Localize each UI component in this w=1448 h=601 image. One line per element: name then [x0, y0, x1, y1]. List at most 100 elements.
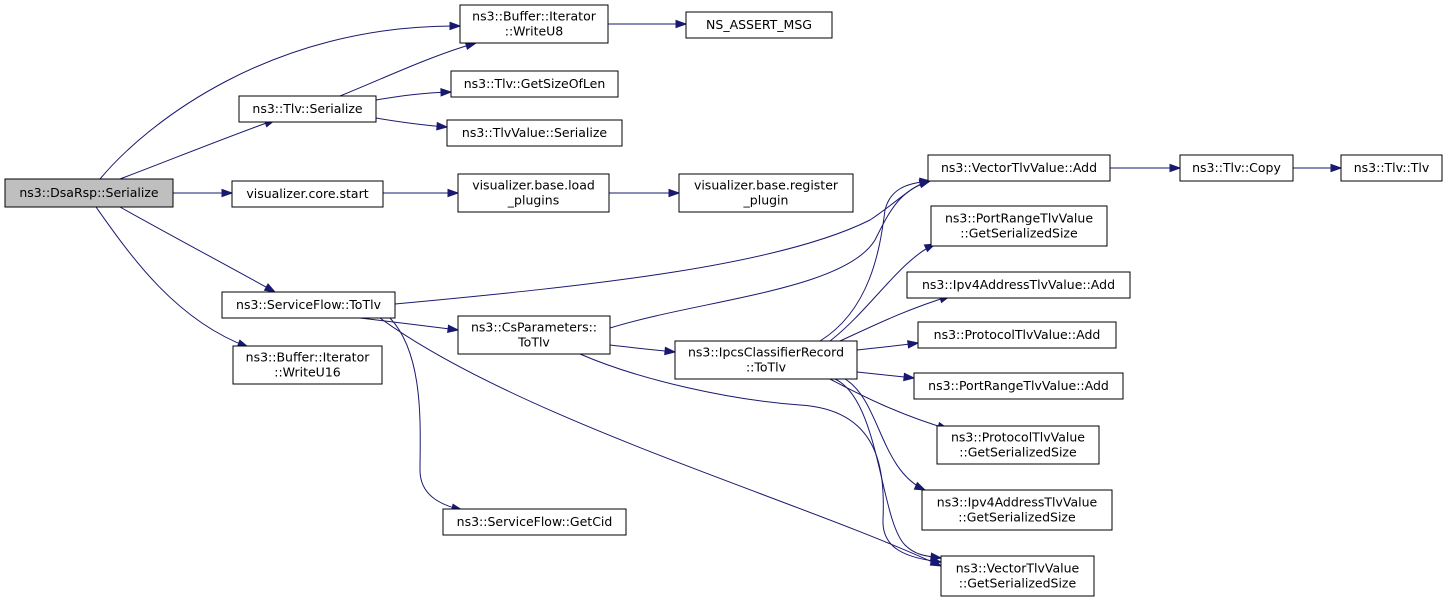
edge-line [375, 117, 448, 128]
node-buffer-iterator-writeu16[interactable]: ns3::Buffer::Iterator::WriteU16 [232, 345, 383, 385]
arrowhead-icon [913, 481, 927, 491]
node-box [906, 271, 1131, 299]
node-label: _plugin [743, 193, 789, 208]
arrowhead-icon [449, 21, 462, 31]
edge-line [119, 206, 276, 293]
edge-tlv_serialize-to-tlv_getsizeoflen [375, 88, 453, 101]
edge-tlv_copy-to-tlv_tlv [1293, 163, 1343, 173]
node-ipv4addresstlvvalue-add[interactable]: ns3::Ipv4AddressTlvValue::Add [906, 271, 1131, 299]
edge-serviceflow_totlv-to-serviceflow_getcid [389, 317, 464, 512]
node-ipv4addresstlvvalue-getserializedsize[interactable]: ns3::Ipv4AddressTlvValue::GetSerializedS… [921, 489, 1113, 531]
node-dsarsp-serialize[interactable]: ns3::DsaRsp::Serialize [4, 178, 174, 208]
arrowhead-icon [1330, 163, 1343, 173]
node-vectortlvvalue-add[interactable]: ns3::VectorTlvValue::Add [927, 154, 1111, 182]
edge-ipcsclassifierrecord_totlv-to-ipv4addresstlvvalue_getserializedsize [844, 378, 927, 491]
edge-visualizer_base_load_plugins-to-visualizer_base_register_plugin [609, 188, 681, 198]
node-box [930, 205, 1108, 247]
node-visualizer-base-load-plugins[interactable]: visualizer.base.load_plugins [457, 173, 610, 213]
node-vectortlvvalue-getserializedsize[interactable]: ns3::VectorTlvValue::GetSerializedSize [940, 555, 1095, 597]
node-label: ns3::TlvValue::Serialize [462, 125, 607, 140]
edge-line [389, 317, 463, 511]
node-ns-assert-msg[interactable]: NS_ASSERT_MSG [685, 11, 833, 39]
node-portrangetlvvalue-add[interactable]: ns3::PortRangeTlvValue::Add [913, 372, 1124, 400]
edge-line [819, 180, 931, 342]
node-label: ns3::ServiceFlow::GetCid [457, 514, 613, 529]
node-portrangetlvvalue-getserializedsize[interactable]: ns3::PortRangeTlvValue::GetSerializedSiz… [930, 205, 1108, 247]
node-protocoltlvvalue-getserializedsize[interactable]: ns3::ProtocolTlvValue::GetSerializedSize [936, 425, 1100, 465]
node-box [921, 489, 1113, 531]
node-box [1340, 154, 1443, 182]
edge-line [839, 295, 951, 342]
node-box [936, 425, 1100, 465]
arrowhead-icon [436, 121, 449, 131]
node-serviceflow-getcid[interactable]: ns3::ServiceFlow::GetCid [442, 508, 627, 536]
node-box [221, 291, 396, 319]
arrowhead-icon [930, 552, 943, 561]
node-box [442, 508, 627, 536]
node-label: ::GetSerializedSize [959, 576, 1077, 591]
edge-tlv_serialize-to-buffer_iterator_writeu8 [339, 41, 478, 97]
arrowhead-icon [447, 324, 460, 334]
node-tlv-copy[interactable]: ns3::Tlv::Copy [1179, 154, 1294, 182]
arrowhead-icon [1169, 163, 1182, 173]
node-serviceflow-totlv[interactable]: ns3::ServiceFlow::ToTlv [221, 291, 396, 319]
arrowhead-icon [221, 188, 234, 198]
node-label: ns3::Ipv4AddressTlvValue [937, 495, 1098, 510]
edge-line [844, 378, 926, 491]
arrowhead-icon [668, 188, 681, 198]
node-label: ns3::DsaRsp::Serialize [19, 185, 159, 200]
edge-dsarsp_serialize-to-buffer_iterator_writeu16 [95, 206, 250, 348]
node-label: ns3::Ipv4AddressTlvValue::Add [922, 277, 1115, 292]
node-box [927, 154, 1111, 182]
node-label: _plugins [507, 193, 559, 208]
edge-line [379, 317, 942, 567]
node-protocoltlvvalue-add[interactable]: ns3::ProtocolTlvValue::Add [917, 321, 1117, 349]
node-visualizer-core-start[interactable]: visualizer.core.start [231, 180, 384, 208]
edge-line [394, 180, 931, 305]
node-label: ns3::Buffer::Iterator [246, 350, 371, 365]
node-visualizer-base-register-plugin[interactable]: visualizer.base.register_plugin [678, 173, 854, 213]
arrowhead-icon [447, 188, 460, 198]
node-label: ns3::ServiceFlow::ToTlv [236, 297, 382, 312]
node-box [457, 173, 610, 213]
node-tlv-serialize[interactable]: ns3::Tlv::Serialize [238, 95, 377, 123]
node-label: ns3::Buffer::Iterator [472, 9, 597, 24]
edge-visualizer_core_start-to-visualizer_base_load_plugins [383, 188, 460, 198]
node-box [940, 555, 1095, 597]
node-label: ::GetSerializedSize [960, 226, 1078, 241]
edges-layer [95, 19, 1343, 567]
nodes-layer: ns3::DsaRsp::Serializens3::Buffer::Itera… [4, 4, 1443, 597]
edge-dsarsp_serialize-to-visualizer_core_start [173, 188, 234, 198]
arrowhead-icon [903, 372, 916, 382]
node-label: ns3::ProtocolTlvValue::Add [934, 327, 1101, 342]
arrowhead-icon [907, 340, 920, 349]
edge-dsarsp_serialize-to-buffer_iterator_writeu8 [99, 21, 462, 180]
node-label: ns3::Tlv::Serialize [252, 101, 362, 116]
edge-ipcsclassifierrecord_totlv-to-vectortlvvalue_add [819, 177, 932, 342]
node-label: ns3::VectorTlvValue::Add [941, 160, 1097, 175]
node-box [457, 315, 611, 355]
node-csparameters-totlv[interactable]: ns3::CsParameters::ToTlv [457, 315, 611, 355]
node-box [913, 372, 1124, 400]
node-label: ns3::ProtocolTlvValue [951, 430, 1085, 445]
edge-dsarsp_serialize-to-serviceflow_totlv [119, 206, 277, 293]
edge-ipcsclassifierrecord_totlv-to-vectortlvvalue_getserializedsize [834, 378, 943, 561]
node-tlvvalue-serialize[interactable]: ns3::TlvValue::Serialize [446, 119, 623, 147]
node-label: visualizer.base.load [472, 178, 595, 193]
node-label: ns3::VectorTlvValue [956, 561, 1080, 576]
edge-line [375, 91, 452, 101]
edge-line [834, 378, 942, 559]
node-ipcsclassifierrecord-totlv[interactable]: ns3::IpcsClassifierRecord::ToTlv [674, 340, 858, 380]
node-box [1179, 154, 1294, 182]
edge-tlv_serialize-to-tlvvalue_serialize [375, 117, 449, 131]
node-label: ::WriteU8 [505, 24, 564, 39]
node-tlv-getsizeoflen[interactable]: ns3::Tlv::GetSizeOfLen [450, 70, 619, 98]
edge-csparameters_totlv-to-vectortlvvalue_getserializedsize [579, 353, 943, 566]
node-buffer-iterator-writeu8[interactable]: ns3::Buffer::Iterator::WriteU8 [459, 4, 609, 44]
edge-dsarsp_serialize-to-tlv_serialize [119, 119, 277, 180]
node-label: ns3::Tlv::Tlv [1354, 160, 1430, 175]
node-box [232, 345, 383, 385]
edge-line [609, 180, 931, 329]
node-box [4, 178, 174, 208]
node-tlv-tlv[interactable]: ns3::Tlv::Tlv [1340, 154, 1443, 182]
